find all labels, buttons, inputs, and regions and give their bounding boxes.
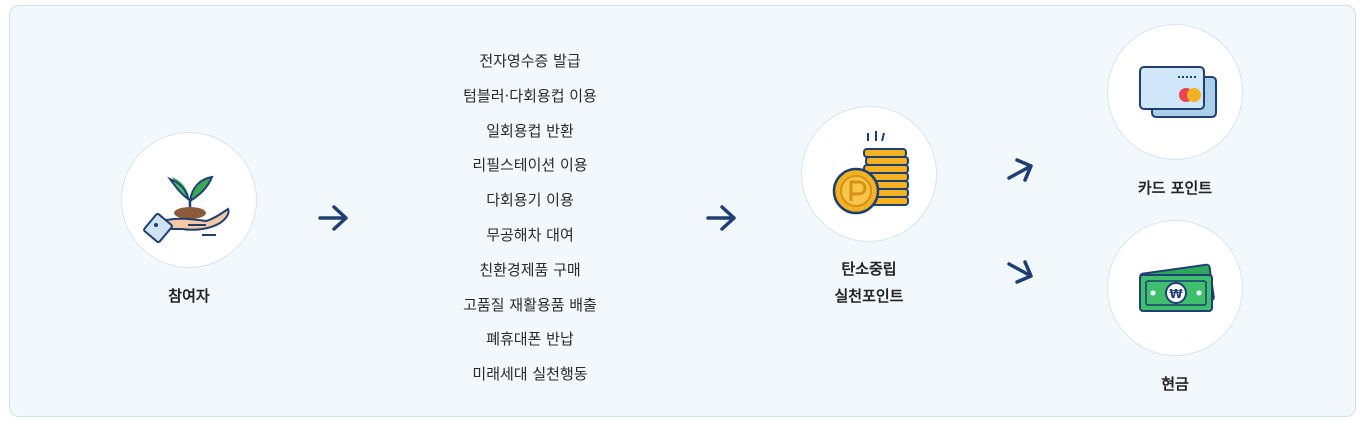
points-label-line1: 탄소중립 [841,260,897,278]
list-item: 텀블러·다회용컵 이용 [463,86,597,105]
points-circle [801,106,937,242]
points-label-line2: 실천포인트 [834,287,904,305]
cash-circle: ₩ [1107,220,1243,356]
list-item: 미래세대 실천행동 [472,365,588,384]
arrow-right-icon [318,205,348,231]
participant-circle [121,132,257,268]
list-item: 무공해차 대여 [486,225,574,244]
card-circle [1107,24,1243,160]
arrow-right-icon [706,205,736,231]
list-item: 친환경제품 구매 [479,260,581,279]
cash-label: 현금 [1161,375,1189,393]
activity-list: 전자영수증 발급 텀블러·다회용컵 이용 일회용컵 반환 리필스테이션 이용 다… [405,44,655,392]
list-item: 리필스테이션 이용 [472,156,588,175]
list-item: 일회용컵 반환 [486,121,574,140]
credit-card-icon [1139,66,1217,118]
arrow-up-right-icon [1007,158,1033,182]
arrow-down-right-icon [1007,260,1033,284]
card-label: 카드 포인트 [1137,179,1213,197]
participant-label: 참여자 [168,287,210,305]
list-item: 폐휴대폰 반납 [486,330,574,349]
hand-with-sprout-icon [143,175,230,244]
coin-stack-icon [832,131,909,215]
banknote-icon: ₩ [1139,263,1215,312]
list-item: 고품질 재활용품 배출 [463,295,597,314]
list-item: 다회용기 이용 [486,191,574,210]
points-label: 탄소중립 실천포인트 [781,256,957,310]
flow-panel: 참여자 전자영수증 발급 텀블러·다회용컵 이용 일회용컵 반환 리필스테이션 … [9,5,1356,417]
list-item: 전자영수증 발급 [479,52,581,70]
svg-text:₩: ₩ [1169,287,1183,301]
